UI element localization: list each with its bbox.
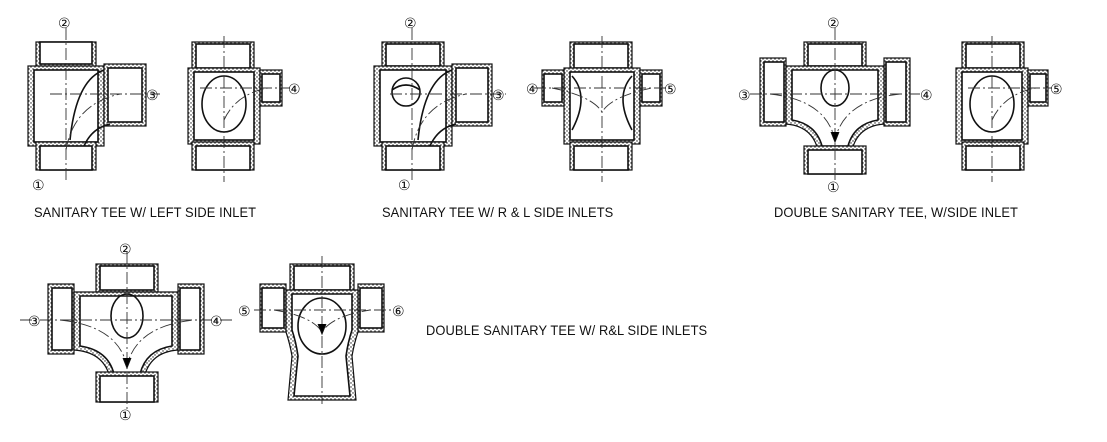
port-4-label-c: ④: [920, 88, 933, 104]
port-4-label: ④: [288, 82, 301, 98]
port-3-label-c: ③: [738, 88, 751, 104]
port-1-label-b: ①: [398, 178, 411, 194]
port-2-label-b: ②: [404, 16, 417, 32]
port-1-label-c: ①: [827, 180, 840, 196]
port-5-label-b: ⑤: [664, 82, 677, 98]
figure-1-caption: SANITARY TEE W/ LEFT SIDE INLET: [34, 204, 257, 220]
figure-4-caption: DOUBLE SANITARY TEE W/ R&L SIDE INLETS: [426, 322, 708, 338]
figure-2-caption: SANITARY TEE W/ R & L SIDE INLETS: [382, 204, 614, 220]
port-4-label-b: ④: [526, 82, 539, 98]
port-2-label-d: ②: [119, 242, 132, 258]
port-6-label-d: ⑥: [392, 304, 405, 320]
port-2-label-c: ②: [827, 16, 840, 32]
double-sanitary-tee-side-view: [955, 36, 1052, 182]
port-5-label-d: ⑤: [238, 304, 251, 320]
port-3-label: ③: [146, 88, 159, 104]
port-3-label-d: ③: [28, 314, 41, 330]
port-3-label-b: ③: [492, 88, 505, 104]
port-1-label: ①: [32, 178, 45, 194]
port-5-label-c: ⑤: [1050, 82, 1063, 98]
double-sanitary-tee-rl-side-view: [254, 256, 392, 404]
sanitary-tee-rl-inlets-front-view: [373, 28, 506, 182]
sanitary-tee-left-inlet-side-view: [187, 36, 290, 182]
double-sanitary-tee-rl-front-view: [20, 252, 232, 410]
double-sanitary-tee-front-view: [750, 28, 920, 182]
sanitary-tee-left-inlet-front-view: [27, 28, 160, 182]
port-4-label-d: ④: [210, 314, 223, 330]
port-2-label: ②: [58, 16, 71, 32]
port-1-label-d: ①: [119, 408, 132, 424]
figure-3-caption: DOUBLE SANITARY TEE, W/SIDE INLET: [774, 204, 1019, 220]
sanitary-tee-rl-inlets-side-view: [534, 36, 670, 182]
